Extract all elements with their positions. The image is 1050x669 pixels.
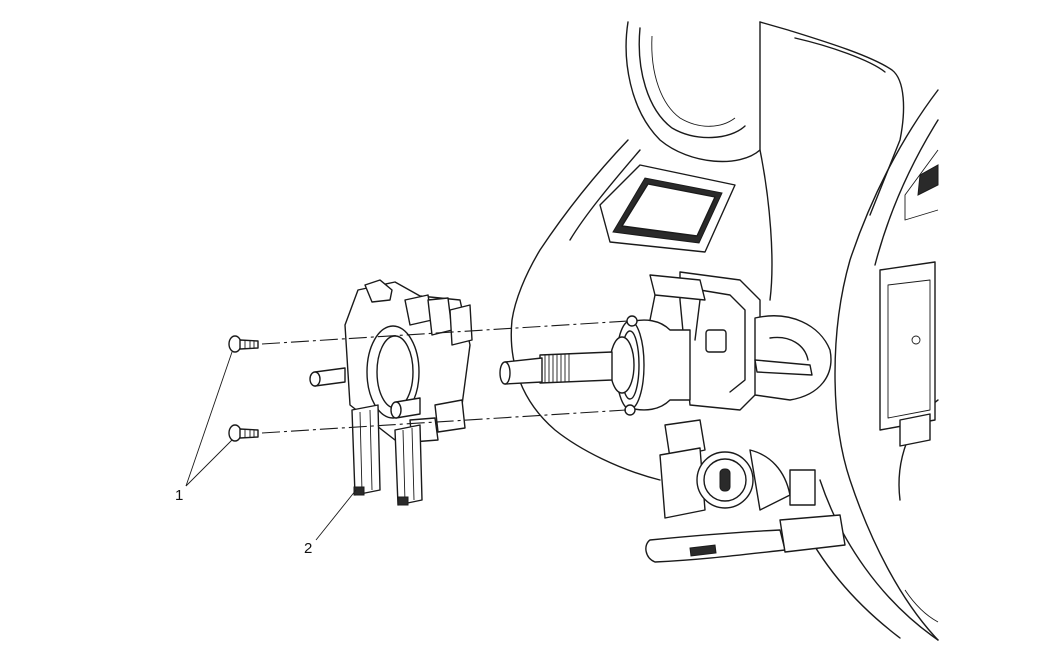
upper-screw (228, 335, 259, 353)
screws (228, 335, 259, 442)
leader-lines (185, 351, 357, 541)
spline-teeth (544, 354, 570, 383)
steering-column (499, 271, 846, 563)
instrument-panel (510, 21, 939, 641)
alignment-lines (261, 320, 629, 434)
callout-label-2: 2 (304, 540, 312, 557)
clockspring (309, 279, 473, 506)
lower-screw (228, 424, 259, 442)
callout-label-1: 1 (175, 487, 183, 504)
